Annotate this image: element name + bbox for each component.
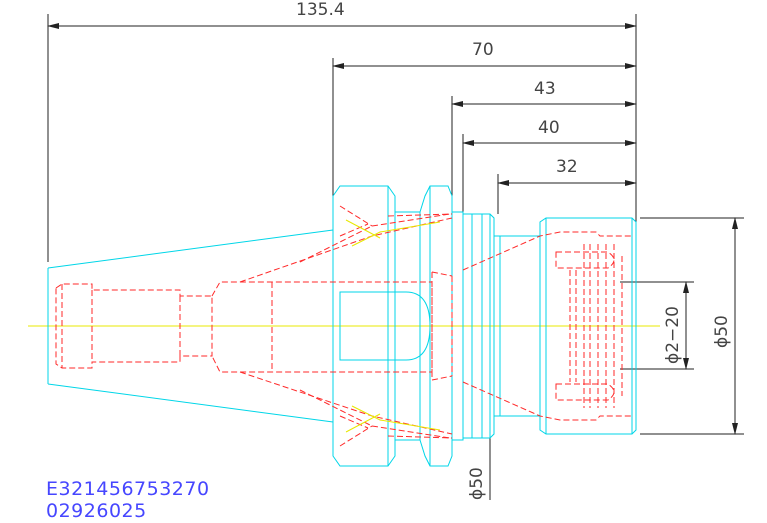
part-code-line-1: E321456753270: [46, 478, 210, 500]
dim-label-flange-diameter: ϕ50: [467, 467, 487, 500]
dim-label-40: 40: [538, 118, 560, 138]
part-code-line-2: 02926025: [46, 500, 147, 522]
dim-label-70: 70: [472, 40, 494, 60]
dim-label-32: 32: [556, 157, 578, 177]
holder-outline: [47, 185, 637, 467]
length-dimensions: [47, 14, 637, 262]
diameter-dimensions: [489, 217, 744, 500]
dim-label-135: 135.4: [296, 0, 345, 20]
dim-label-43: 43: [534, 79, 556, 99]
dim-label-nut-diameter: ϕ50: [712, 315, 732, 348]
construction-lines: [345, 219, 441, 433]
hidden-lines: [55, 205, 632, 447]
dim-label-clamp-range: ϕ2−20: [663, 306, 683, 364]
